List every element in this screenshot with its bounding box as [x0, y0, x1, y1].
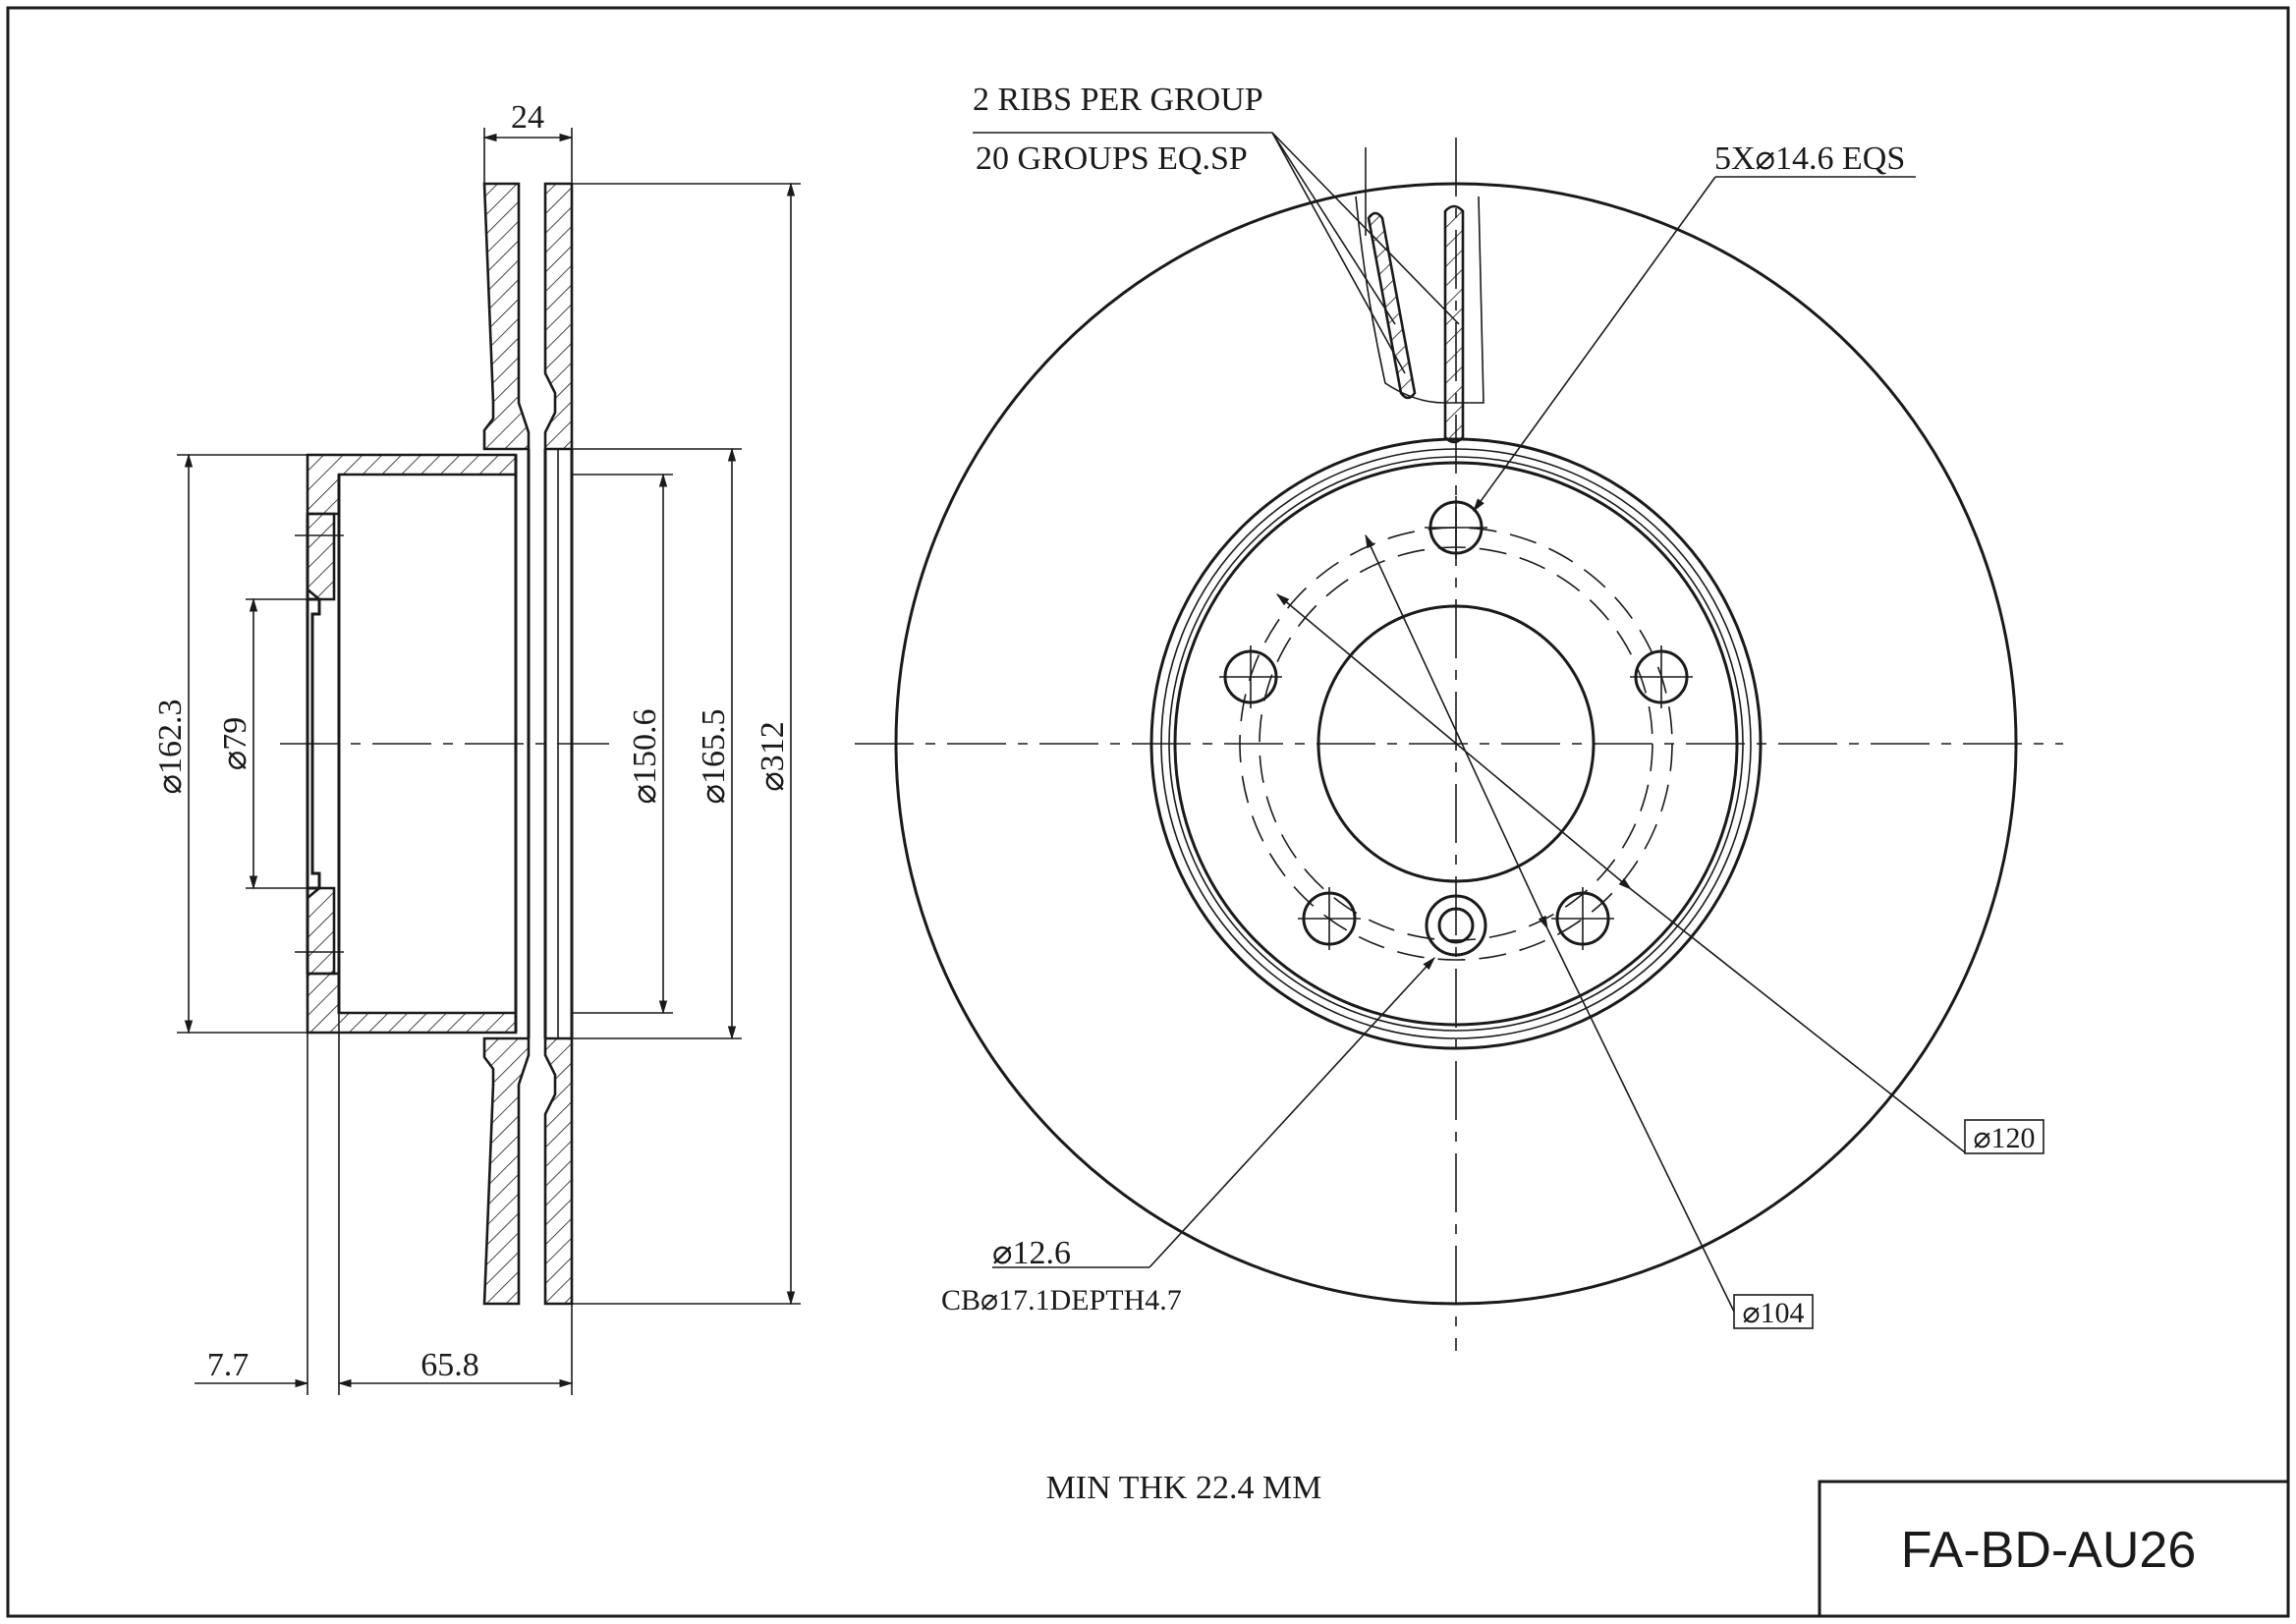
- note-small-hole: ⌀12.6: [992, 1235, 1071, 1271]
- cooling-rib-2: [1443, 204, 1465, 444]
- leader-ribs-2: [1271, 132, 1460, 325]
- leader-ribs-a: [1271, 132, 1406, 374]
- part-number: FA-BD-AU26: [1901, 1522, 2197, 1579]
- rib-detail-outline: [1355, 196, 1484, 404]
- disc-outer-plate-bottom: [482, 1036, 531, 1306]
- cooling-rib-1: [1367, 211, 1417, 400]
- title-block-frame: [1818, 1480, 2290, 1618]
- dim-hat-outer-label: ⌀165.5: [696, 709, 732, 805]
- note-counterbore: CB⌀17.1DEPTH4.7: [941, 1284, 1182, 1316]
- note-min-thickness: MIN THK 22.4 MM: [1046, 1470, 1322, 1506]
- note-bolt-holes: 5X⌀14.6 EQS: [1714, 140, 1905, 177]
- dim-flange-offset-label: 7.7: [207, 1347, 250, 1383]
- front-view: ⌀120 ⌀104: [855, 132, 2063, 1351]
- side-view: 24 ⌀312 ⌀165.5 ⌀150.6 ⌀162.3 ⌀79 7.7 65.…: [152, 99, 801, 1395]
- pcd-label: ⌀120: [1973, 1122, 2035, 1154]
- disc-outer-plate-top: [482, 182, 531, 451]
- title-block: FA-BD-AU26: [1818, 1480, 2290, 1618]
- leader-small-hole: [1148, 956, 1435, 1268]
- pcd-label-box: [1964, 1119, 2044, 1154]
- dim-outer-diameter-label: ⌀312: [755, 721, 791, 791]
- note-ribs-per-group: 2 RIBS PER GROUP: [973, 82, 1263, 118]
- dim-hub-label: ⌀162.3: [152, 700, 189, 795]
- dim-bore-label: ⌀79: [217, 717, 253, 770]
- disc-inner-plate-top: [543, 182, 574, 451]
- drawing-border: [6, 6, 2290, 1618]
- leader-pcd-ext: [1630, 888, 1966, 1153]
- note-groups: 20 GROUPS EQ.SP: [976, 140, 1248, 177]
- hub-flange-bottom: [306, 886, 336, 976]
- hat-circle-label: ⌀104: [1742, 1297, 1804, 1329]
- leader-ribs-1: [1271, 132, 1396, 325]
- leader-pcd: [1275, 593, 1633, 890]
- disc-inner-plate-bottom: [543, 1036, 574, 1306]
- dim-thickness-label: 24: [511, 99, 544, 136]
- hub-flange-top: [306, 512, 336, 601]
- leader-bolt-holes: [1473, 176, 1716, 513]
- hat-circle-label-box: [1733, 1294, 1814, 1329]
- leader-hat-circle: [1365, 533, 1548, 930]
- dim-hat-height-label: 65.8: [420, 1347, 479, 1383]
- leader-hat-circle-ext: [1546, 927, 1735, 1313]
- dim-hat-inner-label: ⌀150.6: [627, 709, 663, 805]
